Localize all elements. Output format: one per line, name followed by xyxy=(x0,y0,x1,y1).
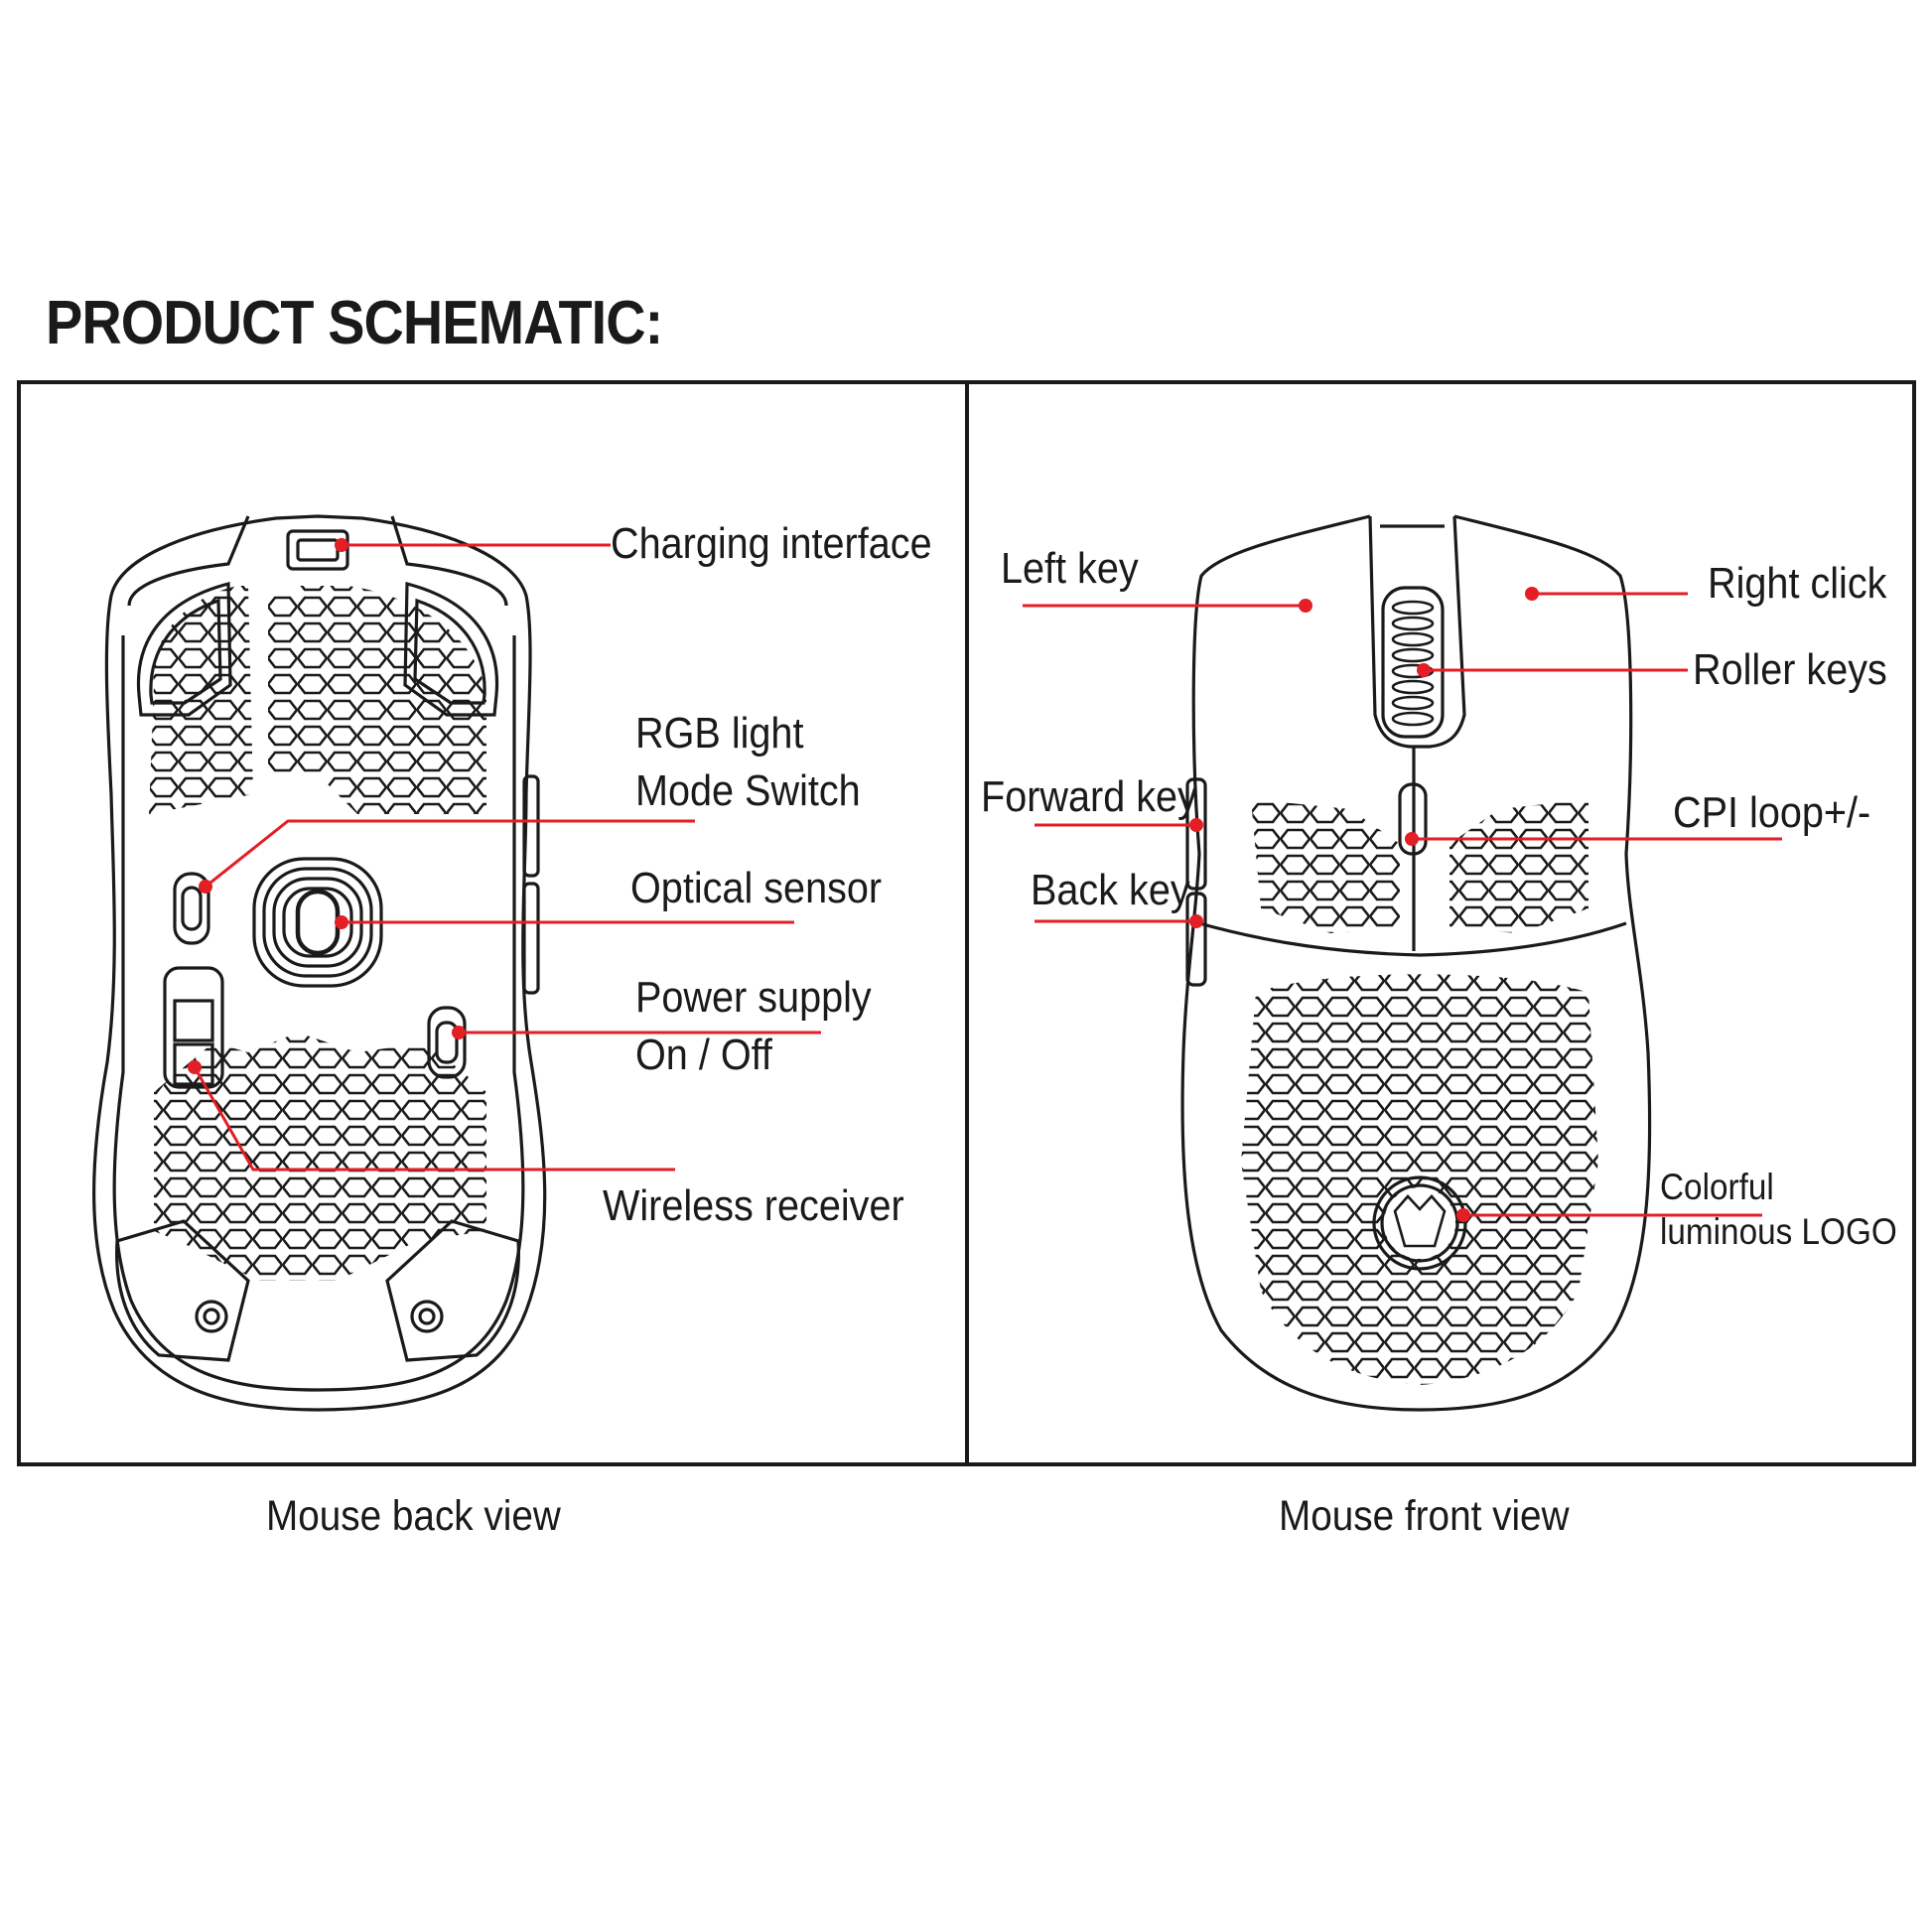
panel-divider xyxy=(965,380,969,1466)
label-rgb-light: RGB light xyxy=(635,709,804,758)
front-honeycomb-bottom xyxy=(1241,974,1598,1385)
front-honeycomb-top xyxy=(1251,799,1588,933)
label-roller-keys: Roller keys xyxy=(1693,645,1887,694)
label-wireless-receiver: Wireless receiver xyxy=(603,1181,904,1230)
caption-front-view: Mouse front view xyxy=(1279,1492,1570,1540)
label-luminous-logo: luminous LOGO xyxy=(1660,1211,1897,1252)
label-on-off: On / Off xyxy=(635,1031,772,1079)
rgb-mode-switch xyxy=(173,872,210,945)
label-optical-sensor: Optical sensor xyxy=(630,864,883,912)
back-side-button xyxy=(1185,892,1207,987)
label-forward-key: Forward key xyxy=(981,772,1197,821)
label-mode-switch: Mode Switch xyxy=(635,766,861,815)
label-back-key: Back key xyxy=(1031,866,1190,914)
charging-port xyxy=(286,529,349,571)
label-power-supply: Power supply xyxy=(635,973,872,1022)
cpi-button xyxy=(1398,782,1428,856)
scroll-wheel xyxy=(1381,586,1445,739)
label-cpi-loop: CPI loop+/- xyxy=(1673,788,1871,837)
label-charging-interface: Charging interface xyxy=(611,519,932,568)
forward-side-button xyxy=(1185,777,1207,891)
label-left-key: Left key xyxy=(1001,544,1139,593)
back-bottom-left-skate xyxy=(115,1219,250,1362)
caption-back-view: Mouse back view xyxy=(266,1492,561,1540)
label-colorful: Colorful xyxy=(1660,1167,1774,1207)
back-body-outline xyxy=(92,514,547,1412)
back-bottom-right-skate xyxy=(385,1219,520,1362)
label-right-click: Right click xyxy=(1708,559,1887,608)
page-title: PRODUCT SCHEMATIC: xyxy=(46,289,663,357)
